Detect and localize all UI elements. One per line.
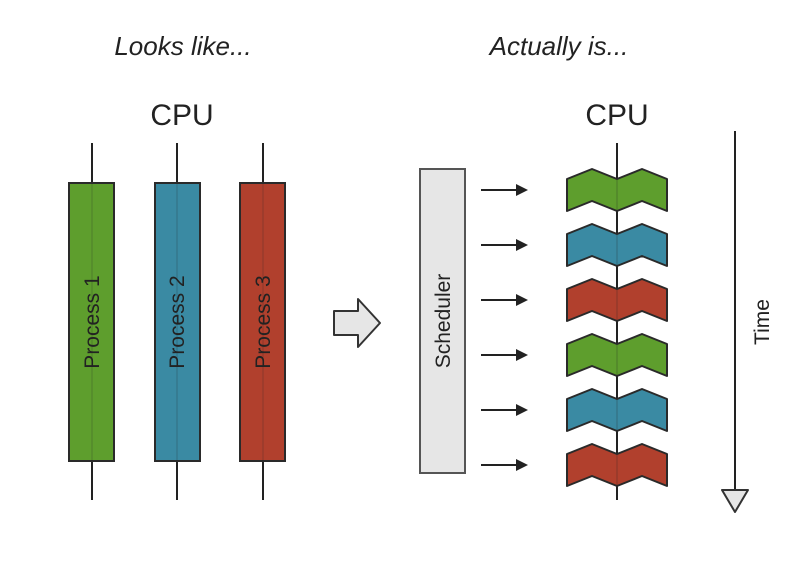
dispatch-arrow-icon <box>481 404 528 416</box>
process-1-label: Process 1 <box>81 275 104 368</box>
time-slice <box>566 333 668 377</box>
right-cpu-label: CPU <box>585 99 648 132</box>
dispatch-arrows <box>481 184 528 471</box>
process-2-bar <box>154 182 201 462</box>
process-3-label: Process 3 <box>252 275 275 368</box>
left-heading: Looks like... <box>114 31 251 61</box>
dispatch-arrow-icon <box>481 459 528 471</box>
process-column-1: Process 1 <box>68 143 115 500</box>
time-arrowhead-icon <box>721 489 749 513</box>
dispatch-arrow-icon <box>481 239 528 251</box>
time-slice <box>566 223 668 267</box>
scheduler-box: Scheduler <box>419 168 466 474</box>
time-slice <box>566 443 668 487</box>
time-slice <box>566 168 668 212</box>
time-axis: Time <box>721 131 774 513</box>
scheduler-label: Scheduler <box>432 274 455 369</box>
process-3-bar <box>239 182 286 462</box>
dispatch-arrow-icon <box>481 349 528 361</box>
left-cpu-label: CPU <box>150 99 213 132</box>
time-slice <box>566 278 668 322</box>
process-2-label: Process 2 <box>166 275 189 368</box>
right-heading: Actually is... <box>488 31 629 61</box>
process-column-2: Process 2 <box>154 143 201 500</box>
time-slice <box>566 388 668 432</box>
process-1-bar <box>68 182 115 462</box>
time-slices <box>566 168 668 487</box>
dispatch-arrow-icon <box>481 184 528 196</box>
time-label: Time <box>751 299 774 345</box>
process-column-3: Process 3 <box>239 143 286 500</box>
dispatch-arrow-icon <box>481 294 528 306</box>
transition-arrow-icon <box>333 298 381 348</box>
